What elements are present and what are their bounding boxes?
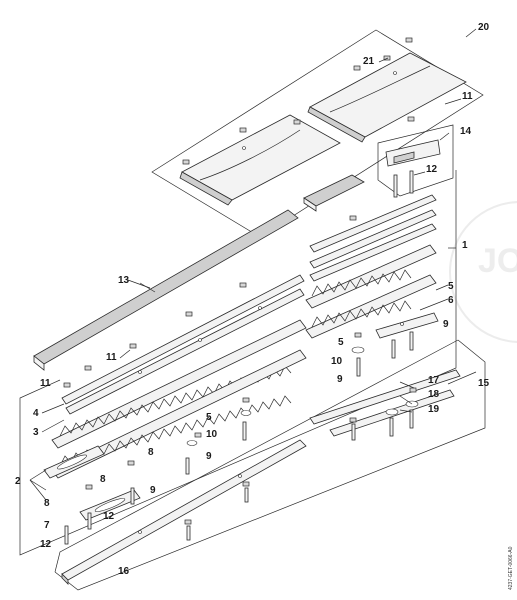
callout-5: 5 xyxy=(448,281,454,292)
callout-3: 3 xyxy=(33,427,39,438)
callout-11: 11 xyxy=(40,378,51,389)
callout-5: 5 xyxy=(206,412,212,423)
guide-rail-16 xyxy=(61,439,307,585)
callout-8: 8 xyxy=(44,498,50,509)
callout-8: 8 xyxy=(100,474,106,485)
fasteners-middle xyxy=(63,282,252,545)
leader-lines xyxy=(29,279,477,501)
long-bar-4 xyxy=(61,274,305,415)
callout-9: 9 xyxy=(337,374,343,385)
callout-14: 14 xyxy=(460,126,472,137)
guide-rail-frame xyxy=(54,339,486,591)
blade-guard-group xyxy=(377,116,454,198)
toothed-blade-lower-right xyxy=(305,274,437,339)
blade-assembly-frame xyxy=(19,170,457,556)
callout-17: 17 xyxy=(428,375,440,386)
callout-21: 21 xyxy=(363,56,375,67)
callout-10: 10 xyxy=(331,356,343,367)
toothed-blade-upper-right xyxy=(305,244,437,309)
callout-6: 6 xyxy=(448,295,454,306)
short-bars-right xyxy=(309,194,437,282)
callout-12: 12 xyxy=(426,164,438,175)
callout-19: 19 xyxy=(428,404,440,415)
cover-assembly-group xyxy=(151,28,484,238)
fasteners-right xyxy=(351,331,414,377)
callout-5: 5 xyxy=(338,337,344,348)
callout-9: 9 xyxy=(443,319,449,330)
callout-13: 13 xyxy=(118,275,130,286)
callout-15: 15 xyxy=(478,378,490,389)
callout-9: 9 xyxy=(206,451,212,462)
callout-18: 18 xyxy=(428,389,440,400)
callout-11: 11 xyxy=(462,91,473,102)
callout-11: 11 xyxy=(106,352,117,363)
document-code: 4237-GET-0066-A0 xyxy=(508,546,514,590)
callout-1: 1 xyxy=(462,240,468,251)
fasteners-lower xyxy=(184,387,419,541)
callout-12: 12 xyxy=(40,539,52,550)
callout-4: 4 xyxy=(33,408,39,419)
watermark: JO xyxy=(449,201,517,343)
callout-9: 9 xyxy=(150,485,156,496)
spacer-block xyxy=(303,174,365,212)
long-bar-13 xyxy=(33,209,299,371)
svg-text:JO: JO xyxy=(478,242,517,280)
plate-6 xyxy=(375,312,439,339)
callout-8: 8 xyxy=(148,447,154,458)
slotted-plate-7 xyxy=(79,489,141,521)
callout-16: 16 xyxy=(118,566,130,577)
callout-7: 7 xyxy=(44,520,50,531)
callout-20: 20 xyxy=(478,22,490,33)
callout-12: 12 xyxy=(103,511,115,522)
slotted-plate-2 xyxy=(43,445,105,479)
callout-2: 2 xyxy=(15,476,21,487)
cover-plate-right xyxy=(307,37,467,143)
cover-plate-left xyxy=(179,114,341,206)
callout-labels: 20 21 11 14 12 1 13 5 6 9 5 11 10 9 15 1… xyxy=(15,22,490,577)
callout-10: 10 xyxy=(206,429,218,440)
